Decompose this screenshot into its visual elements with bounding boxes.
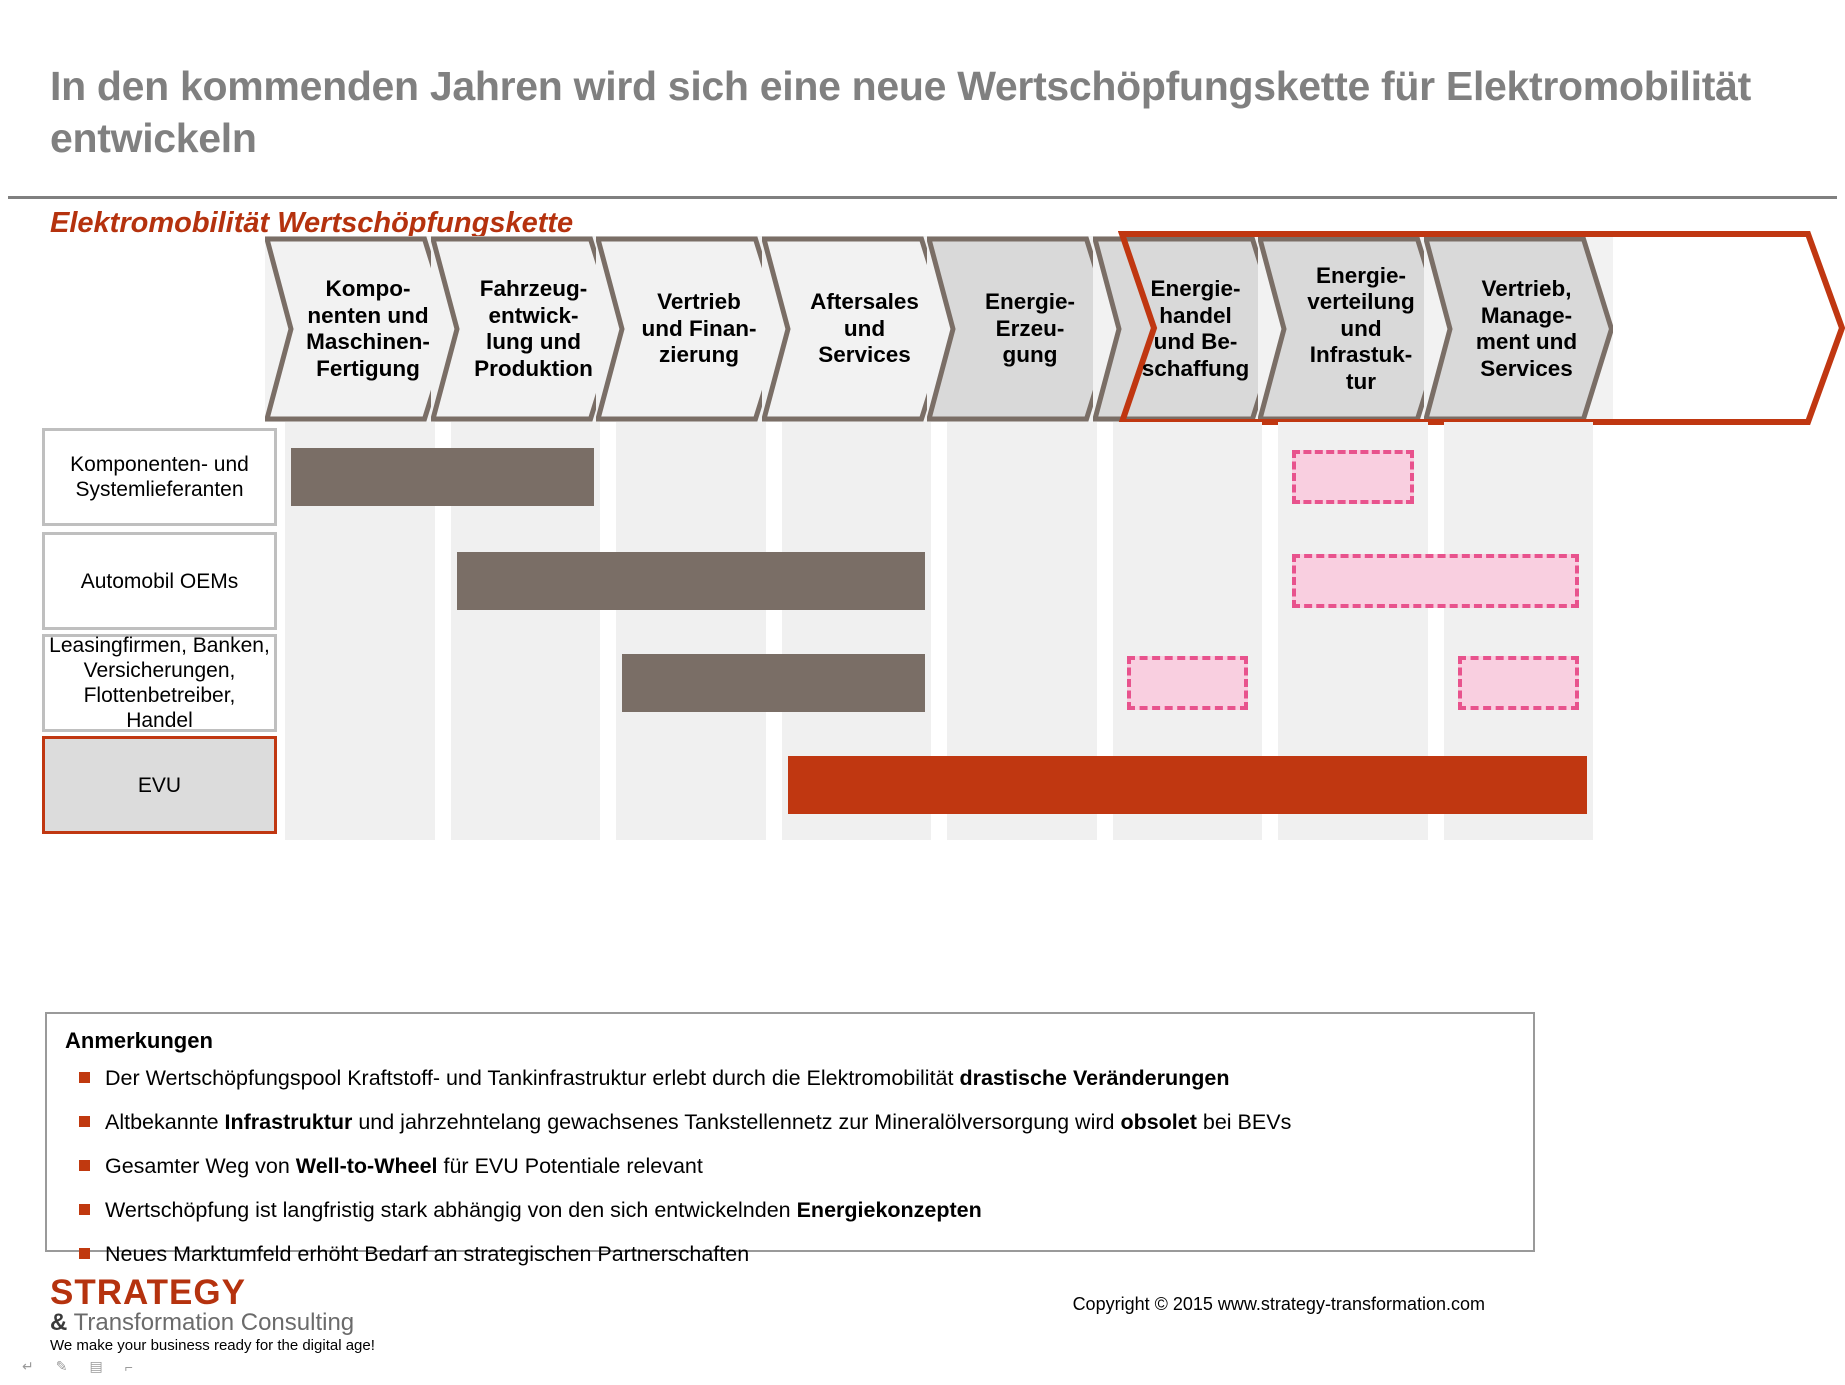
row-label-text: EVU <box>137 773 182 797</box>
activity-bar-7[interactable] <box>1457 656 1579 710</box>
note-text-segment: drastische Veränderungen <box>959 1066 1230 1090</box>
activity-bar-2[interactable] <box>1292 450 1414 504</box>
bullet-square-icon <box>79 1248 90 1259</box>
note-item: Der Wertschöpfungspool Kraftstoff- und T… <box>65 1064 1523 1092</box>
activity-bar-4[interactable] <box>1292 554 1579 608</box>
logo-subtext-rest: Transformation Consulting <box>67 1309 355 1336</box>
row-label-4[interactable]: EVU <box>42 736 277 834</box>
note-text-segment: und jahrzehntelang gewachsenes Tankstell… <box>352 1110 1121 1134</box>
logo-tagline: We make your business ready for the digi… <box>50 1337 375 1354</box>
title-divider <box>8 196 1837 199</box>
bullet-square-icon <box>79 1204 90 1215</box>
row-label-2[interactable]: Automobil OEMs <box>42 532 277 630</box>
column-stripe-3 <box>616 422 766 840</box>
activity-bar-1[interactable] <box>291 448 594 506</box>
note-text-segment: Energiekonzepten <box>796 1198 982 1222</box>
bullet-square-icon <box>79 1160 90 1171</box>
activity-bar-8[interactable] <box>787 756 1587 814</box>
chevron-segment-5[interactable]: Energie-Erzeu-gung <box>927 236 1117 422</box>
chevron-shape <box>430 236 620 422</box>
note-text-segment: obsolet <box>1120 1110 1197 1134</box>
company-logo: STRATEGY & Transformation Consulting We … <box>50 1275 375 1355</box>
status-icon-strip: ↵ ✎ ▤ ⌐ <box>22 1358 133 1375</box>
note-item: Altbekannte Infrastruktur und jahrzehnte… <box>65 1108 1523 1136</box>
note-icon: ▤ <box>89 1358 103 1374</box>
note-text-segment: für EVU Potentiale relevant <box>437 1154 703 1178</box>
page-subtitle: Elektromobilität Wertschöpfungskette <box>50 207 574 239</box>
logo-ampersand: & <box>50 1309 68 1336</box>
chevron-label: Energie-Erzeu-gung <box>984 289 1076 368</box>
activity-bar-5[interactable] <box>622 654 925 712</box>
pencil-icon: ✎ <box>55 1358 68 1374</box>
row-label-3[interactable]: Leasingfirmen, Banken,Versicherungen,Flo… <box>42 634 277 732</box>
bullet-square-icon <box>79 1116 90 1127</box>
notes-panel: Anmerkungen Der Wertschöpfungspool Kraft… <box>45 1012 1535 1266</box>
note-text-segment: Altbekannte <box>105 1110 225 1134</box>
activity-bar-6[interactable] <box>1126 656 1248 710</box>
row-label-text: Leasingfirmen, Banken,Versicherungen,Flo… <box>49 634 270 732</box>
bullet-square-icon <box>79 1072 90 1083</box>
notes-list: Der Wertschöpfungspool Kraftstoff- und T… <box>65 1064 1523 1284</box>
logo-subtext: & Transformation Consulting <box>50 1310 375 1336</box>
note-item: Neues Marktumfeld erhöht Bedarf an strat… <box>65 1240 1523 1268</box>
notes-title: Anmerkungen <box>65 1028 213 1053</box>
row-label-text: Automobil OEMs <box>80 569 239 593</box>
note-text-segment: Neues Marktumfeld erhöht Bedarf an strat… <box>105 1242 750 1266</box>
chevron-shape <box>596 236 786 422</box>
copyright-text: Copyright © 2015 www.strategy-transforma… <box>1072 1294 1485 1314</box>
note-item: Wertschöpfung ist langfristig stark abhä… <box>65 1196 1523 1224</box>
chevron-shape <box>927 236 1117 422</box>
note-text-segment: Gesamter Weg von <box>105 1154 296 1178</box>
note-text-segment: Well-to-Wheel <box>295 1154 438 1178</box>
note-text-segment: Der Wertschöpfungspool Kraftstoff- und T… <box>105 1066 960 1090</box>
undo-icon: ↵ <box>22 1358 34 1374</box>
note-text-segment: Wertschöpfung ist langfristig stark abhä… <box>105 1198 797 1222</box>
chevron-shape <box>265 236 455 422</box>
note-text-segment: Infrastruktur <box>224 1110 353 1134</box>
note-text-segment: bei BEVs <box>1196 1110 1292 1134</box>
logo-strategy-text: STRATEGY <box>50 1273 246 1312</box>
page-title: In den kommenden Jahren wird sich eine n… <box>50 63 1751 161</box>
clip-icon: ⌐ <box>124 1358 133 1375</box>
activity-bar-3[interactable] <box>456 552 925 610</box>
chevron-shape <box>761 236 951 422</box>
note-item: Gesamter Weg von Well-to-Wheel für EVU P… <box>65 1152 1523 1180</box>
